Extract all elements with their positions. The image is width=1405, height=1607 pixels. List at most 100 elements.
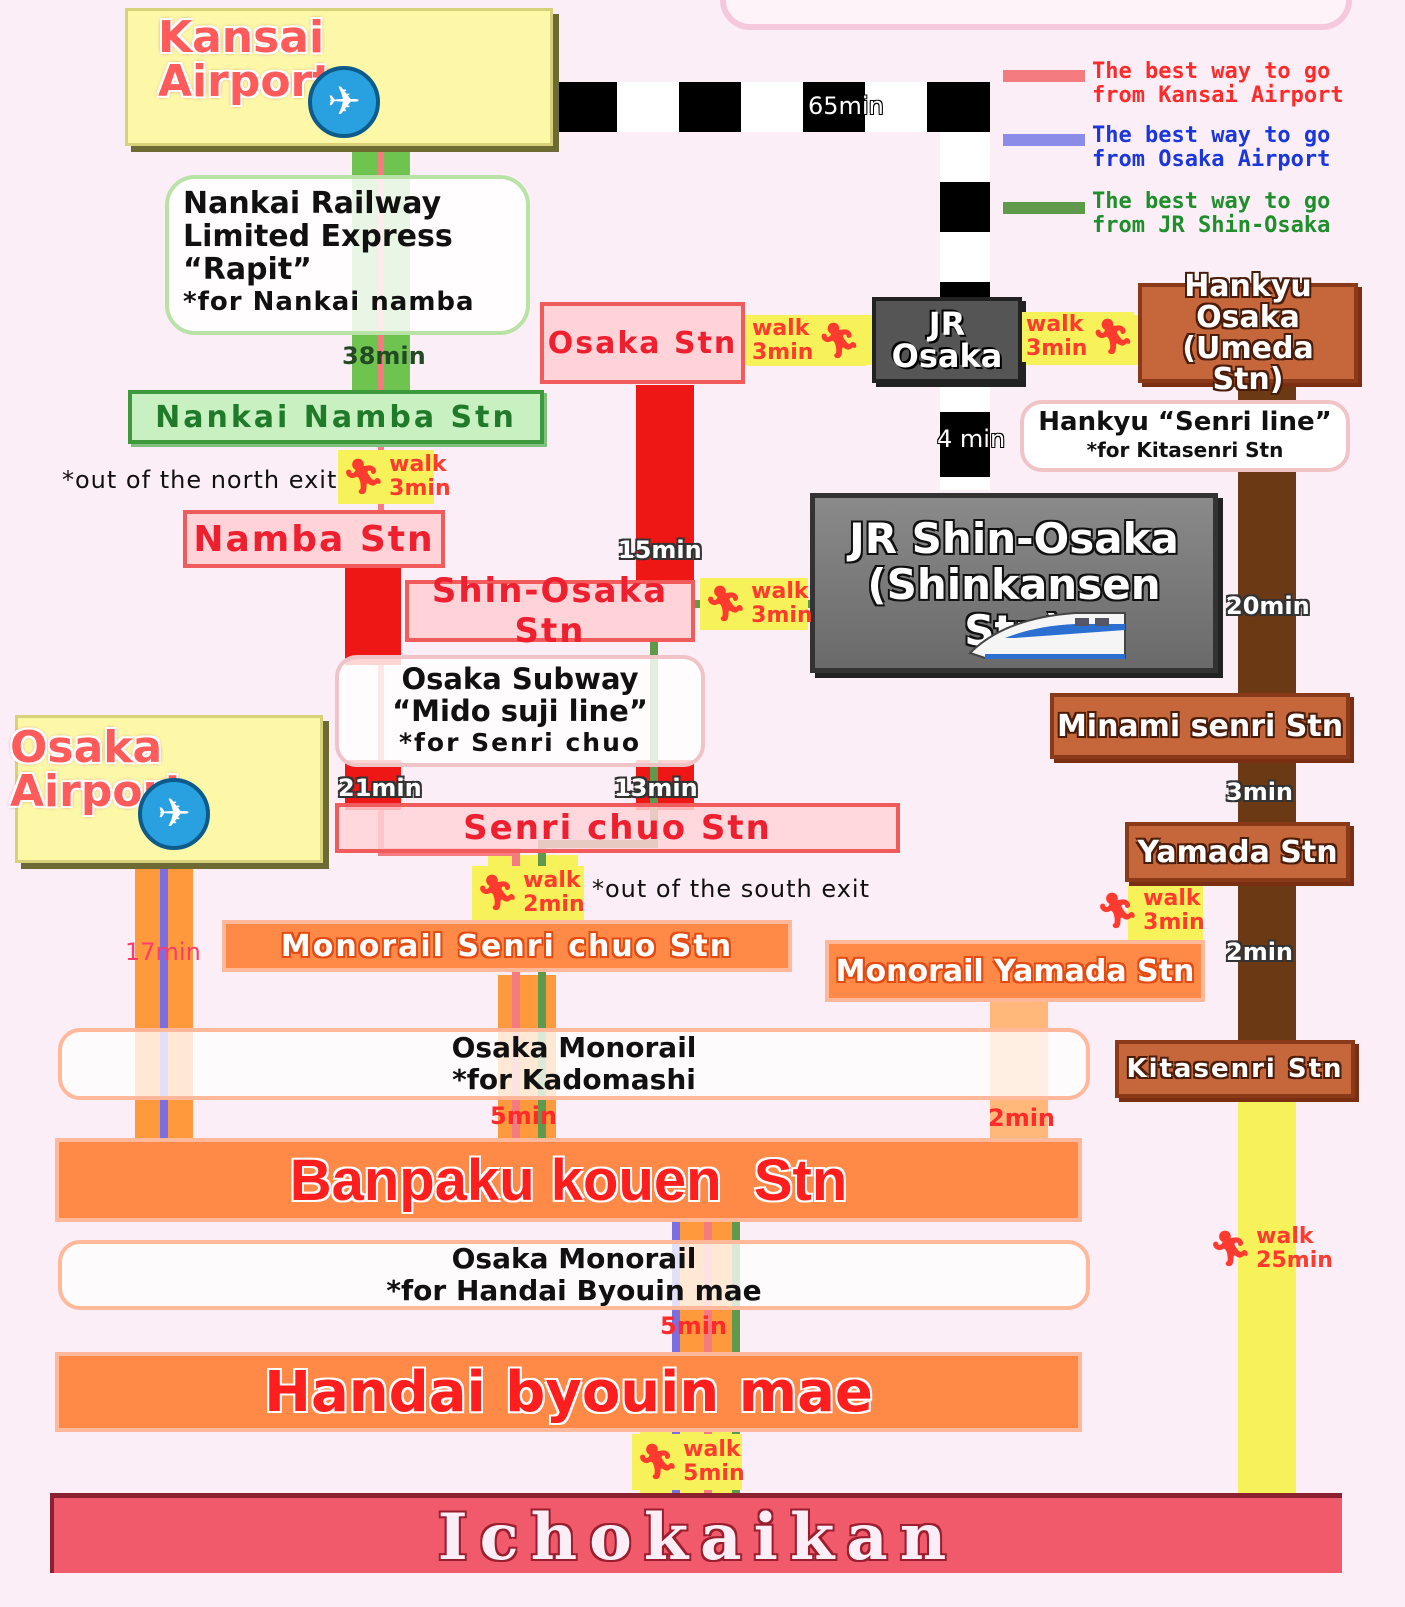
walking-person-icon: 🏃︎ [342,457,386,497]
kansai-airport-label: Kansai Airport [158,12,334,107]
nankai-note-line2: Limited Express [183,219,453,254]
station-osaka[interactable]: Osaka Stn [540,302,745,384]
walking-person-icon: 🏃︎ [1209,1229,1253,1269]
hankyu-senri-line-note: Hankyu “Senri line” *for Kitasenri Stn [1020,400,1350,472]
station-hankyu-osaka[interactable]: Hankyu Osaka (Umeda Stn) [1138,271,1358,395]
time-nankai: 38min [342,342,426,370]
monorail-handai-note: Osaka Monorail *for Handai Byouin mae [58,1240,1090,1310]
station-senri-chuo[interactable]: Senri chuo Stn [335,803,900,853]
walk-label: walk [752,316,810,341]
walking-person-icon: 🏃︎ [636,1442,680,1482]
route-shin-osaka-v2 [538,840,546,1150]
station-monorail-yamada[interactable]: Monorail Yamada Stn [825,940,1205,1002]
walk-label: walk [683,1437,741,1462]
time-monorail-handai: 5min [660,1312,728,1340]
walk-label: walk [751,579,809,604]
station-kitasenri[interactable]: Kitasenri Stn [1115,1040,1355,1098]
station-nankai-namba[interactable]: Nankai Namba Stn [128,390,544,444]
time-minami-yamada: 3min [1226,778,1294,806]
legend-swatch-kansai [1003,70,1085,82]
walk-time: 2min [523,892,585,917]
airplane-icon: ✈ [308,66,380,138]
walking-person-icon: 🏃︎ [1091,317,1135,357]
walking-person-icon: 🏃︎ [1096,891,1140,931]
subway-note-line2: “Mido suji line” [392,694,648,728]
time-jr-kansai: 65min [808,92,884,120]
walk-time: 3min [751,603,813,628]
station-namba[interactable]: Namba Stn [183,510,445,568]
time-airport-monorail: 17min [125,938,201,966]
kansai-airport[interactable]: Kansai Airport ✈ [125,8,553,146]
subway-line-lower [345,760,401,810]
station-jr-osaka[interactable]: JR Osaka [872,297,1022,383]
hankyu-note-line1: Hankyu “Senri line” [1038,407,1332,437]
nankai-line-note: Nankai Railway Limited Express “Rapit” *… [165,175,530,335]
hankyu-note-line2: *for Kitasenri Stn [1086,438,1284,462]
nankai-note-line1: Nankai Railway [183,186,442,221]
station-banpaku-kouen[interactable]: Banpaku kouen Stn [55,1138,1082,1222]
nankai-note-line4: *for Nankai namba [183,287,475,317]
south-exit-note: *out of the south exit [592,875,870,903]
monorail2-note-line2: *for Handai Byouin mae [386,1274,762,1307]
walk-label: walk [523,868,581,893]
walking-person-icon: 🏃︎ [704,584,748,624]
monorail-kadomashi-note: Osaka Monorail *for Kadomashi [58,1028,1090,1100]
station-minami-senri[interactable]: Minami senri Stn [1050,693,1350,759]
route-kansai-red-v [512,848,520,1198]
subway-note-line1: Osaka Subway [401,662,639,696]
walk-label: walk [1256,1224,1314,1249]
legend-text-kansai: The best way to go from Kansai Airport [1092,59,1344,108]
walking-person-icon: 🏃︎ [817,321,861,361]
walk-time: 3min [1026,336,1088,361]
airplane-icon: ✈ [138,778,210,850]
nankai-note-line3: “Rapit” [183,252,312,287]
time-hankyu: 20min [1226,592,1310,620]
subway-line-lower2 [636,760,694,810]
walk-time: 25min [1256,1248,1333,1273]
subway-line-namba [345,565,401,665]
time-jr-osaka-shin: 4 min [937,425,1006,453]
jr-line-vertical-lower [940,382,990,490]
walk-label: walk [1026,312,1084,337]
station-monorail-senri-chuo[interactable]: Monorail Senri chuo Stn [222,920,792,972]
time-monorail-senri: 5min [490,1102,558,1130]
station-handai-byouin-mae[interactable]: Handai byouin mae [55,1352,1082,1432]
top-frame [720,0,1352,30]
walking-person-icon: 🏃︎ [476,873,520,913]
station-yamada[interactable]: Yamada Stn [1125,822,1350,882]
jr-line-vertical [940,82,990,297]
walk-path-kitasenri [1238,1098,1296,1498]
walk-label: walk [389,452,447,477]
legend-text-osaka: The best way to go from Osaka Airport [1092,123,1331,172]
time-subway-namba: 21min [338,774,422,802]
walk-label: walk [1143,886,1201,911]
walk-time: 3min [752,340,814,365]
time-subway-osaka: 15min [618,536,702,564]
legend-text-shin-osaka: The best way to go from JR Shin-Osaka [1092,189,1331,238]
time-subway-shin: 13min [614,774,698,802]
osaka-airport[interactable]: Osaka Airport ✈ [10,715,323,863]
time-yamada-kita: 2min [1226,938,1294,966]
subway-line-note: Osaka Subway “Mido suji line” *for Senri… [335,655,705,767]
walk-time: 5min [683,1461,745,1486]
jr-line-horizontal [555,82,990,132]
north-exit-note: *out of the north exit [62,466,338,494]
route-kansai-red-v2 [704,1190,712,1500]
destination-ichokaikan[interactable]: Ichokaikan [50,1493,1342,1575]
monorail1-note-line2: *for Kadomashi [452,1063,696,1096]
time-monorail-yamada: 2min [988,1104,1056,1132]
legend-swatch-shin-osaka [1003,202,1085,214]
shinkansen-train-icon [965,598,1130,668]
subway-note-line3: *for Senri chuo [398,728,642,757]
station-shin-osaka[interactable]: Shin-Osaka Stn [405,571,695,651]
walk-path-yamada [1128,885,1203,945]
monorail2-note-line1: Osaka Monorail [451,1242,697,1275]
monorail1-note-line1: Osaka Monorail [451,1031,697,1064]
